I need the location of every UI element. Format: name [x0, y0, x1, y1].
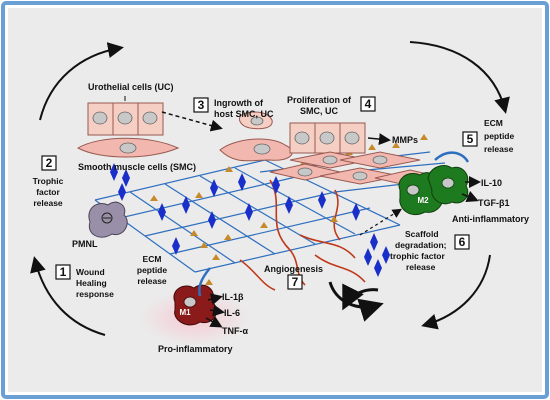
step-box-4: 4 [360, 96, 376, 112]
step-number: 1 [60, 265, 67, 279]
proliferating-cell-block [269, 122, 446, 187]
label-ingrowth-line2: host SMC, UC [214, 109, 274, 119]
ecm-release-arrow-left [198, 267, 211, 297]
label-scaffold-line4: release [406, 262, 436, 272]
angiogenesis-fibers [239, 179, 366, 291]
label-wound-line2: Healing [76, 278, 107, 288]
m1-macrophage [173, 284, 217, 326]
label-trophic-line3: release [33, 198, 63, 208]
label-pro-inflammatory: Pro-inflammatory [158, 344, 233, 354]
label-mmps: MMPs [392, 135, 418, 145]
label-tnf-alpha: TNF-α [222, 326, 248, 336]
cycle-arrow-bottom-right [421, 254, 491, 330]
m2-macrophage [398, 165, 469, 216]
label-wound-line3: response [76, 289, 114, 299]
label-ecm-right-line3: release [484, 144, 514, 154]
label-il6: IL-6 [224, 308, 240, 318]
step-number: 2 [46, 156, 53, 170]
step-box-7: 7 [287, 274, 303, 290]
step-number: 7 [292, 275, 299, 289]
step-box-1: 1 [55, 264, 71, 280]
mmps-arrow [367, 133, 391, 146]
label-ecm-right-line2: peptide [484, 131, 514, 141]
label-urothelial-cells: Urothelial cells (UC) [88, 82, 174, 92]
label-angiogenesis: Angiogenesis [264, 264, 323, 274]
label-il10: IL-10 [481, 178, 502, 188]
label-trophic-line2: factor [36, 187, 60, 197]
label-wound-line1: Wound [76, 267, 105, 277]
label-m2: M2 [417, 196, 429, 205]
label-pmnl: PMNL [72, 239, 98, 249]
label-trophic-line1: Trophic [33, 176, 64, 186]
label-scaffold-line3: trophic factor [390, 251, 445, 261]
label-ecm-right-line1: ECM [484, 118, 503, 128]
label-proliferation-line2: SMC, UC [300, 106, 339, 116]
label-scaffold-line1: Scaffold [405, 229, 439, 239]
trophic-factor-diamonds [110, 163, 390, 277]
step-number: 3 [198, 98, 205, 112]
cycle-arrow-bottom-left [30, 256, 106, 336]
label-anti-inflammatory: Anti-inflammatory [452, 214, 529, 224]
angiogenesis-curved-arrow-2 [342, 283, 379, 311]
step-number: 6 [459, 235, 466, 249]
cycle-arrow-top-left [39, 42, 124, 121]
label-ecm-left-line1: ECM [143, 254, 162, 264]
step-box-6: 6 [454, 234, 470, 250]
label-smooth-muscle-cells: Smooth muscle cells (SMC) [78, 162, 196, 172]
step-box-2: 2 [41, 155, 57, 171]
tnf-arrow [205, 316, 223, 328]
pmnl-cell [88, 201, 128, 238]
scaffold-dashed-arrow [359, 208, 403, 236]
label-il1b: IL-1β [222, 292, 244, 302]
label-ecm-left-line3: release [137, 276, 167, 286]
smooth-muscle-cells-left [76, 137, 180, 158]
step-number: 5 [467, 132, 474, 146]
label-proliferation-line1: Proliferation of [287, 95, 352, 105]
label-scaffold-line2: degradation; [395, 240, 447, 250]
label-m1: M1 [179, 308, 191, 317]
label-tgf-beta1: TGF-β1 [478, 198, 510, 208]
il1b-arrow [207, 293, 223, 306]
ingrowth-dashed-arrow [161, 111, 223, 132]
label-ecm-left-line2: peptide [137, 265, 167, 275]
step-number: 4 [365, 97, 372, 111]
step-box-3: 3 [193, 97, 209, 113]
tgf-arrow [461, 190, 479, 202]
ingrowth-smc-cell [219, 111, 293, 162]
step-box-5: 5 [462, 131, 478, 147]
ecm-release-arrow-right [434, 151, 470, 163]
label-ingrowth-line1: Ingrowth of [214, 98, 264, 108]
urothelial-cell-block [87, 102, 164, 136]
cycle-arrow-top-right [409, 41, 510, 114]
il6-arrow [209, 304, 225, 317]
